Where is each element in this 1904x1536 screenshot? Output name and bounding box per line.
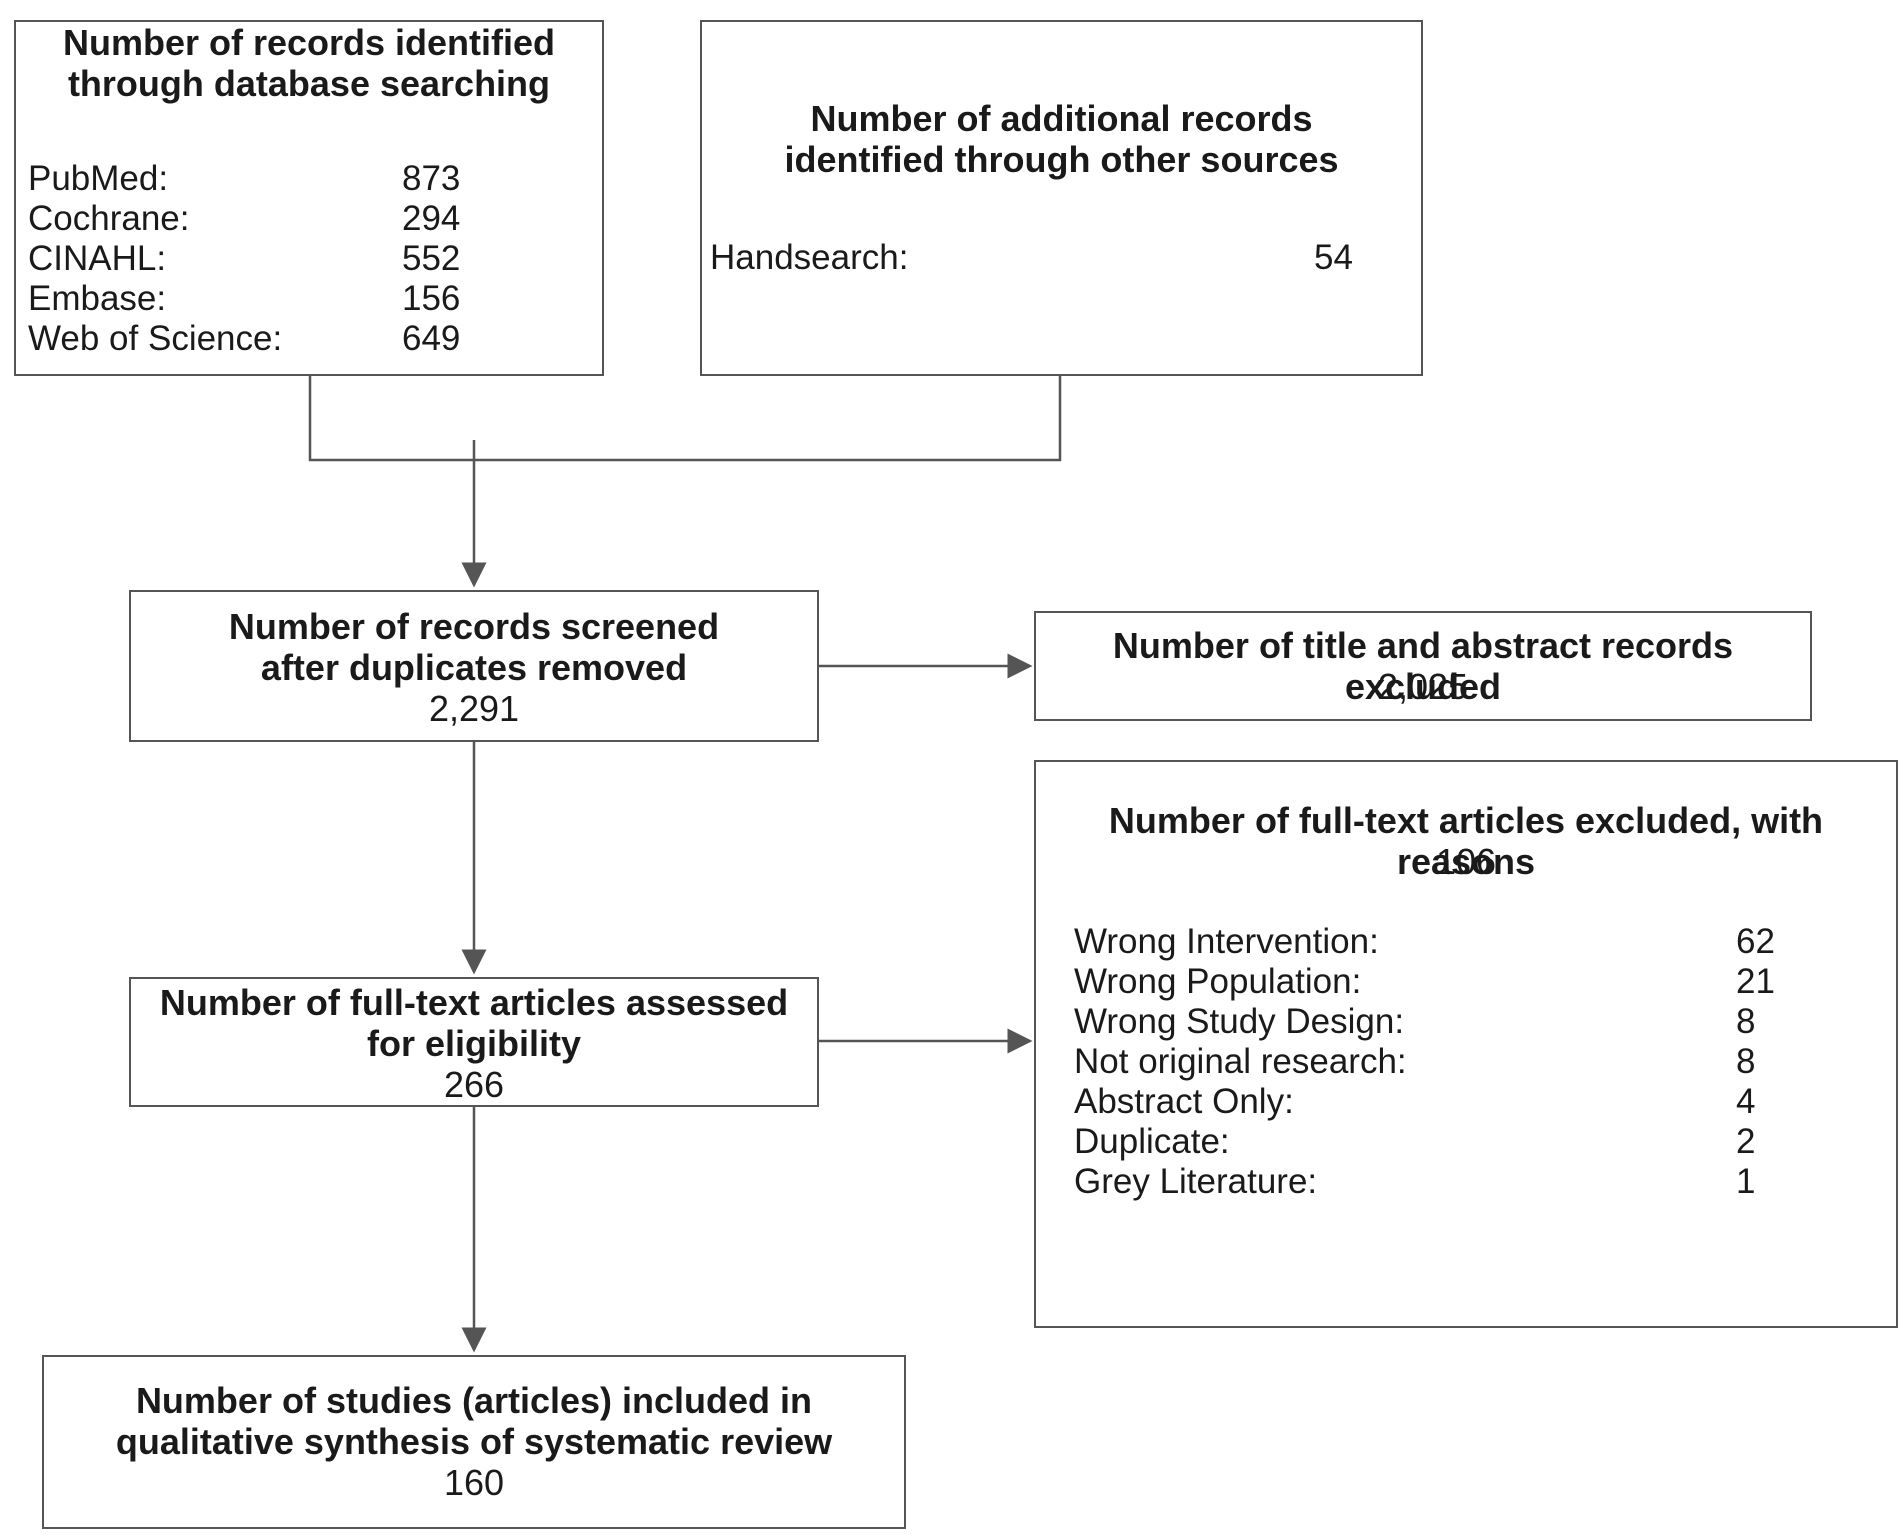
- reason-label-wrong-study-design: Wrong Study Design:: [1074, 1002, 1405, 1041]
- source-label-web-of-science: Web of Science:: [28, 319, 283, 358]
- fulltext-excluded-value: 106: [1435, 841, 1497, 882]
- source-value-embase: 156: [402, 279, 461, 318]
- source-label-handsearch: Handsearch:: [710, 238, 909, 277]
- abstract-excluded-title: Number of title and abstract records exc…: [1112, 625, 1734, 707]
- database-search-title: Number of records identified through dat…: [62, 22, 556, 104]
- reason-label-wrong-population: Wrong Population:: [1074, 962, 1362, 1001]
- source-value-cochrane: 294: [402, 199, 461, 238]
- source-value-handsearch: 54: [1314, 238, 1353, 277]
- fulltext-assessed-box: Number of full-text articles assessed fo…: [129, 977, 819, 1107]
- reason-label-wrong-intervention: Wrong Intervention:: [1074, 922, 1379, 961]
- reason-value-not-original-research: 8: [1736, 1042, 1756, 1081]
- fulltext-excluded-box: Number of full-text articles excluded, w…: [1034, 760, 1898, 1328]
- reason-value-duplicate: 2: [1736, 1122, 1756, 1161]
- fulltext-assessed-value: 266: [443, 1064, 505, 1105]
- included-studies-value: 160: [443, 1462, 505, 1503]
- records-screened-box: Number of records screened after duplica…: [129, 590, 819, 742]
- other-sources-box: Number of additional records identified …: [700, 20, 1423, 376]
- reason-label-abstract-only: Abstract Only:: [1074, 1082, 1294, 1121]
- fulltext-excluded-title: Number of full-text articles excluded, w…: [1108, 800, 1824, 882]
- abstract-excluded-box: Number of title and abstract records exc…: [1034, 611, 1812, 721]
- abstract-excluded-value: 2,025: [1377, 666, 1469, 707]
- merge-connector: [308, 375, 1062, 462]
- reason-value-wrong-population: 21: [1736, 962, 1775, 1001]
- source-value-cinahl: 552: [402, 239, 461, 278]
- source-label-embase: Embase:: [28, 279, 167, 318]
- database-search-box: Number of records identified through dat…: [14, 20, 604, 376]
- reason-label-duplicate: Duplicate:: [1074, 1122, 1230, 1161]
- source-label-cochrane: Cochrane:: [28, 199, 190, 238]
- reason-value-wrong-study-design: 8: [1736, 1002, 1756, 1041]
- source-value-pubmed: 873: [402, 159, 461, 198]
- other-sources-title: Number of additional records identified …: [784, 98, 1339, 180]
- included-studies-title: Number of studies (articles) included in…: [115, 1380, 833, 1462]
- source-label-pubmed: PubMed:: [28, 159, 169, 198]
- reason-label-not-original-research: Not original research:: [1074, 1042, 1407, 1081]
- included-studies-box: Number of studies (articles) included in…: [42, 1355, 906, 1529]
- reason-value-wrong-intervention: 62: [1736, 922, 1775, 961]
- fulltext-assessed-title: Number of full-text articles assessed fo…: [159, 982, 789, 1064]
- records-screened-title: Number of records screened after duplica…: [228, 606, 720, 688]
- reason-value-abstract-only: 4: [1736, 1082, 1756, 1121]
- reason-value-grey-literature: 1: [1736, 1162, 1756, 1201]
- records-screened-value: 2,291: [428, 688, 520, 729]
- reason-label-grey-literature: Grey Literature:: [1074, 1162, 1318, 1201]
- source-value-web-of-science: 649: [402, 319, 461, 358]
- source-label-cinahl: CINAHL:: [28, 239, 167, 278]
